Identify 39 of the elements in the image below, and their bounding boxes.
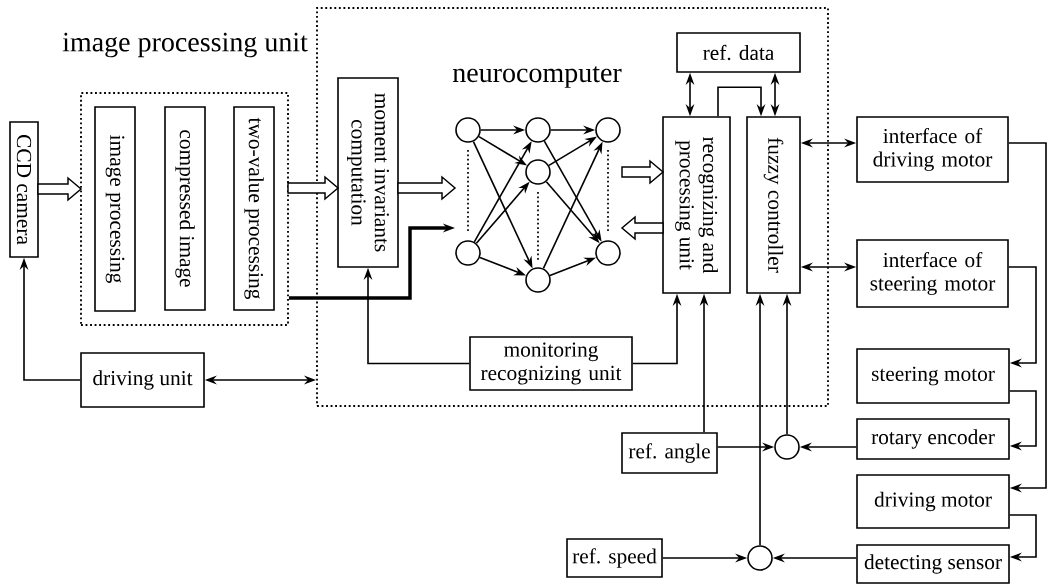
neuron-circle <box>455 240 481 266</box>
process-box: fuzzy controller <box>746 116 801 294</box>
hollow-arrow <box>620 215 664 241</box>
process-box: image processing <box>94 106 136 312</box>
arrow <box>1008 266 1037 368</box>
arrow <box>1009 514 1037 562</box>
process-box: monitoring recognizing unit <box>469 336 633 391</box>
process-box: moment invariants computation <box>337 77 399 268</box>
hollow-arrow <box>397 175 457 201</box>
hollow-arrow <box>621 159 665 185</box>
process-box: ref. speed <box>566 538 663 578</box>
arrow <box>1009 390 1037 451</box>
neuron-circle <box>525 117 551 143</box>
process-box: interface of steering motor <box>856 239 1009 308</box>
arrow <box>1008 142 1047 493</box>
hollow-arrow <box>37 176 83 202</box>
process-box: compressed image <box>164 106 206 311</box>
neuron-circle <box>525 159 551 185</box>
process-box: CCD camera <box>9 121 39 258</box>
process-box: interface of driving motor <box>856 116 1009 183</box>
process-box: steering motor <box>856 348 1010 404</box>
neuron-circle <box>525 267 551 293</box>
process-box: ref. data <box>676 32 801 73</box>
neuron-circle <box>595 117 621 143</box>
process-box: two-value processing <box>233 106 275 311</box>
group-heading: image processing unit <box>62 32 308 58</box>
process-box: driving motor <box>856 474 1010 529</box>
process-box: rotary encoder <box>856 418 1010 460</box>
process-box: recognizing and processing unit <box>662 116 731 294</box>
summing-junction <box>747 545 773 571</box>
group-heading: neurocomputer <box>452 66 622 88</box>
process-box: ref. angle <box>621 432 718 474</box>
process-box: driving unit <box>80 352 205 408</box>
hollow-arrow <box>287 175 340 201</box>
neuron-circle <box>455 117 481 143</box>
process-box: detecting sensor <box>856 544 1010 584</box>
summing-junction <box>774 434 800 460</box>
arrow <box>717 86 766 117</box>
neuron-circle <box>595 240 621 266</box>
